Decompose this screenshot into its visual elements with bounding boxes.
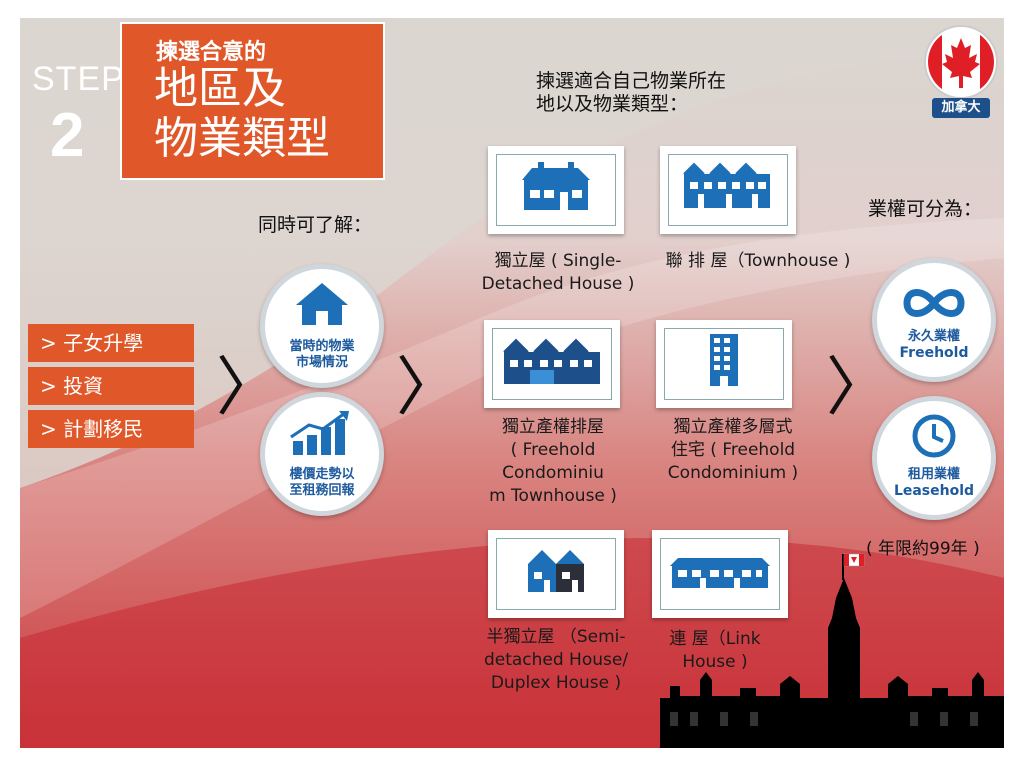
label-townhouse: 聯 排 屋（Townhouse ) [665,251,851,271]
intro-line-1: 揀選適合自己物業所在 [536,70,727,92]
market-circle-line-1: 當時的物業 [289,339,355,354]
intro-text: 揀選適合自己物業所在 地以及物業類型： [536,70,726,116]
label-detached-house: 獨立屋 ( Single- Detached House ) [481,251,635,294]
card-condo-tower [656,320,792,408]
intro-line-2: 地以及物業類型： [536,93,689,115]
market-circle-line-2: 市場情況 [295,355,348,370]
step-number: 2 [50,101,85,170]
title-big: 地區及 物業類型 [154,64,384,164]
step-label: STEP [32,60,125,98]
freehold-line-2: Freehold [899,345,969,361]
price-trend-circle: 樓價走勢以 至租務回報 [260,392,384,516]
link-house-icon [670,558,770,588]
chevron-right-icon: 〉 [396,351,460,425]
card-semi-detached [488,530,624,618]
canada-badge-label: 加拿大 [941,100,981,115]
townhouse-icon [683,162,770,208]
bar-chart-icon [290,411,349,455]
title-box: 揀選合意的 地區及 物業類型 [120,22,385,180]
condo-townhouse-icon [503,338,600,384]
parliament-silhouette-icon [660,553,1004,748]
canada-flag-icon [924,25,998,118]
card-condo-townhouse [484,320,620,408]
freehold-circle: 永久業權 Freehold [872,258,996,382]
price-trend-line-2: 至租務回報 [289,483,355,498]
lease-note: ( 年限約99年 ) [866,539,980,559]
label-link-house: 連 屋（Link House ) [669,629,761,672]
condo-tower-icon [710,334,738,386]
card-link-house [652,530,788,618]
chevron-right-icon: 〉 [216,351,280,425]
leasehold-circle: 租用業權 Leasehold [872,396,996,520]
also-learn-label: 同時可了解： [258,214,373,236]
house-icon [296,283,348,325]
card-detached-house [488,146,624,234]
menu-item-investment[interactable]: > 投資 [28,367,194,405]
chevron-right-icon: 〉 [826,351,890,425]
title-small: 揀選合意的 [156,40,267,65]
infinity-icon [903,289,965,317]
label-condo-tower: 獨立產權多層式 住宅 ( Freehold Condominium ) [667,417,799,483]
title-big-line-2: 物業類型 [154,113,330,164]
card-townhouse [660,146,796,234]
ownership-title: 業權可分為： [868,198,983,220]
menu-item-immigration[interactable]: > 計劃移民 [28,410,194,448]
menu-item-education[interactable]: > 子女升學 [28,324,194,362]
slide: STEP 2 揀選合意的 地區及 物業類型 揀選適合自己物業所在 地以及物業類型… [20,18,1004,748]
label-semi-detached: 半獨立屋 （Semi- detached House/ Duplex House… [483,627,629,693]
clock-icon [912,414,956,458]
leasehold-line-2: Leasehold [893,483,975,499]
detached-house-icon [522,162,590,210]
label-condo-townhouse: 獨立產權排屋 ( Freehold Condominiu m Townhouse… [489,417,617,506]
price-trend-line-1: 樓價走勢以 [289,467,355,482]
freehold-line-1: 永久業權 [907,329,960,344]
title-big-line-1: 地區及 [154,63,286,114]
semi-detached-icon [528,550,584,592]
leasehold-line-1: 租用業權 [907,467,960,482]
market-circle: 當時的物業 市場情況 [260,264,384,388]
canada-flag-badge: 加拿大 [922,24,1000,120]
